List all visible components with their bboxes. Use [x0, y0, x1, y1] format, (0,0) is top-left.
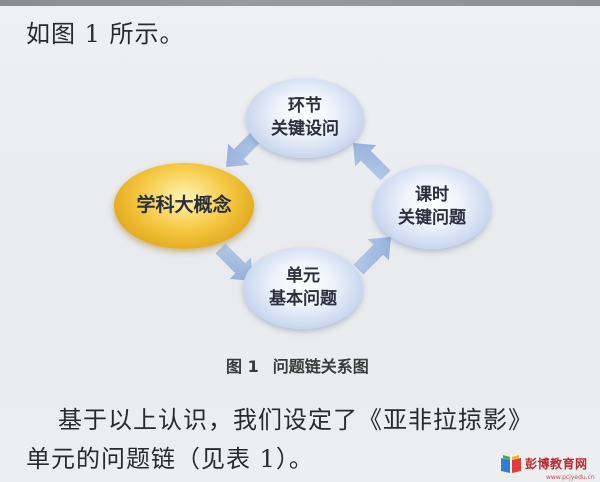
question-chain-diagram: 环节 关键设问 学科大概念 课时 关键问题 单元 基本问题	[114, 78, 491, 329]
figure-title: 问题链关系图	[272, 357, 369, 376]
watermark-url: www.pcjyedu.cn	[546, 474, 595, 481]
previous-text-line-remnant	[0, 0, 600, 6]
figure-caption: 图 1 问题链关系图	[226, 353, 369, 377]
site-watermark: 彭博教育网	[500, 453, 588, 475]
node-line: 单元	[286, 266, 320, 287]
node-link-key-question: 环节 关键设问	[246, 78, 364, 158]
watermark-text: 彭博教育网	[525, 457, 588, 471]
node-line: 学科大概念	[136, 194, 232, 217]
arrow-bottom-to-right	[353, 237, 391, 275]
arrow-left-to-bottom	[215, 243, 253, 281]
book-logo-icon	[501, 455, 521, 473]
body-text-line: 如图 1 所示。	[26, 20, 185, 48]
node-discipline-big-concept: 学科大概念	[114, 163, 254, 249]
figure-label: 图 1	[226, 357, 259, 376]
node-unit-basic-question: 单元 基本问题	[243, 247, 363, 329]
node-line: 关键问题	[398, 208, 466, 228]
arrow-right-to-top	[353, 143, 391, 181]
node-lesson-key-question: 课时 关键问题	[373, 165, 491, 249]
node-line: 基本问题	[269, 289, 337, 309]
body-text-line: 单元的问题链（见表 1）。	[26, 445, 314, 473]
node-line: 课时	[415, 185, 449, 206]
body-text-line: 基于以上认识，我们设定了《亚非拉掠影》	[58, 406, 533, 434]
node-line: 环节	[288, 96, 322, 117]
node-line: 关键设问	[271, 119, 339, 139]
